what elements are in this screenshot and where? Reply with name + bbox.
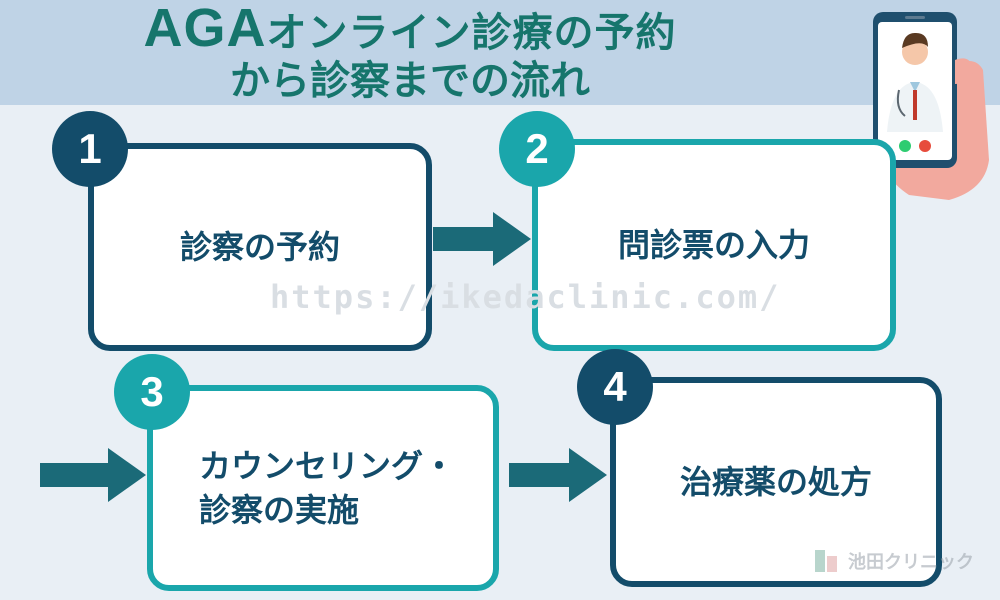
page-title: AGAオンライン診療の予約 から診察までの流れ [0,1,820,105]
step-2-box: 問診票の入力 [532,139,896,351]
step-2-number: 2 [525,125,549,172]
step-3-label-line1: カウンセリング・ [198,447,455,485]
step-3-box: カウンセリング・ 診察の実施 [147,385,499,591]
clinic-logo: 池田クリニック [812,546,974,576]
step-3-label-line2: 診察の実施 [198,491,359,529]
step-1-number: 1 [78,125,102,172]
clinic-logo-text: 池田クリニック [848,552,974,573]
step-4-badge: 4 [577,349,653,425]
doctor-phone-illustration [873,12,989,200]
arrow-right-icon [40,448,146,502]
arrow-right-icon [509,448,607,502]
title-line1: オンライン診療の予約 [266,10,677,56]
step-3-number: 3 [140,368,164,415]
step-4-box: 治療薬の処方 [610,377,942,587]
step-4-number: 4 [603,363,627,410]
step-3-badge: 3 [114,354,190,430]
step-1-label: 診察の予約 [179,228,340,266]
step-4-label: 治療薬の処方 [679,463,872,501]
step-1-box: 診察の予約 [88,143,432,351]
watermark-url: https://ikedaclinic.com/ [270,278,781,316]
title-line2: から診察までの流れ [230,58,590,104]
step-2-badge: 2 [499,111,575,187]
header-band [0,0,1000,105]
clinic-logo-icon [815,550,837,572]
arrow-right-icon [433,212,531,266]
title-prefix: AGA [143,0,267,58]
step-1-badge: 1 [52,111,128,187]
step-2-label: 問診票の入力 [617,226,810,264]
